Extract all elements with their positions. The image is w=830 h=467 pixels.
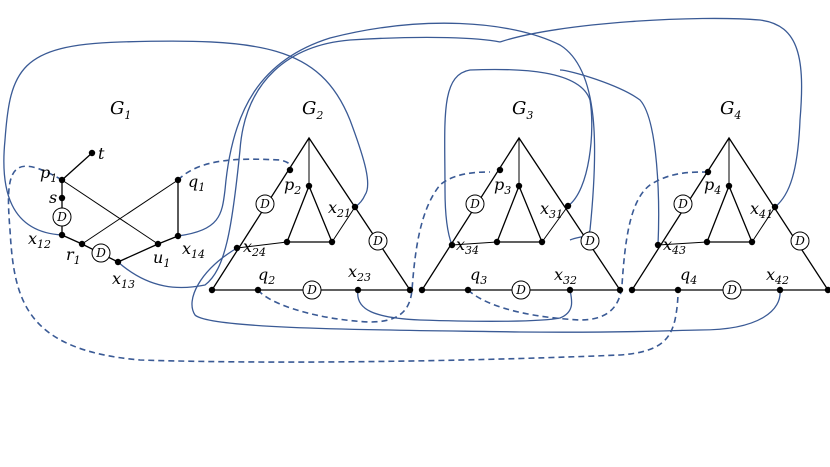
vertex-x21 <box>351 203 359 211</box>
label-x21: x21 <box>328 198 351 220</box>
dashed-connector-q2-x34 <box>257 171 491 323</box>
label-q1: q1 <box>188 172 205 194</box>
vertex-u1 <box>154 240 162 248</box>
label-p2: p2 <box>284 175 301 197</box>
label-t: t <box>98 144 105 163</box>
vertex-p2 <box>286 166 294 174</box>
vertex-q3 <box>464 286 472 294</box>
svg-text:D: D <box>95 246 106 260</box>
connector-x14-to-x34 <box>177 22 596 241</box>
title-g2: G2 <box>302 98 323 122</box>
svg-text:D: D <box>726 283 737 297</box>
label-s: s <box>49 188 57 207</box>
connector-g1-top-loop <box>3 40 369 236</box>
d-marker: D <box>302 280 322 300</box>
vertex-x32 <box>566 286 574 294</box>
vertex-p1 <box>58 176 66 184</box>
d-marker: D <box>580 231 600 251</box>
label-p4: p4 <box>704 175 721 197</box>
vertex-p3 <box>496 166 504 174</box>
dashed-connector-outer <box>7 165 679 363</box>
vertex-q1 <box>174 176 182 184</box>
dashed-connector-q1-p2 <box>177 158 292 181</box>
triangle-g2 <box>210 136 412 291</box>
vertex-p4 <box>704 168 712 176</box>
svg-text:D: D <box>794 234 805 248</box>
label-x42: x42 <box>766 265 789 287</box>
vertex-x41 <box>771 203 779 211</box>
d-marker: D <box>91 243 111 263</box>
label-p3: p3 <box>494 175 511 197</box>
d-marker: D <box>368 231 388 251</box>
vertex-x13 <box>114 258 122 266</box>
label-q2: q2 <box>258 265 275 287</box>
svg-text:D: D <box>259 197 270 211</box>
label-r1: r1 <box>66 245 81 267</box>
connector-x23-to-x32 <box>357 289 573 322</box>
label-x13: x13 <box>112 269 135 291</box>
label-x41: x41 <box>750 199 773 221</box>
title-g3: G3 <box>512 98 533 122</box>
svg-text:D: D <box>584 234 595 248</box>
label-x24: x24 <box>243 237 266 259</box>
vertex-x42 <box>776 286 784 294</box>
vertex-t <box>88 149 96 157</box>
vertex-r1 <box>78 240 86 248</box>
triangle-g4 <box>630 136 830 291</box>
d-marker: D <box>52 207 72 227</box>
d-marker: D <box>255 194 275 214</box>
triangle-g3 <box>420 136 622 291</box>
connector-x43-loop <box>559 69 660 246</box>
d-marker: D <box>790 231 810 251</box>
label-q3: q3 <box>470 265 487 287</box>
vertex-s <box>58 194 66 202</box>
label-x34: x34 <box>456 235 479 257</box>
vertex-x43 <box>654 241 662 249</box>
d-marker: D <box>722 280 742 300</box>
label-x12: x12 <box>28 229 51 251</box>
d-marker: D <box>465 194 485 214</box>
svg-text:D: D <box>677 197 688 211</box>
vertex-x34 <box>448 241 456 249</box>
label-x23: x23 <box>348 262 371 284</box>
vertex-x24 <box>233 244 241 252</box>
label-x43: x43 <box>663 235 686 257</box>
dashed-connector-q3-x43 <box>467 171 709 321</box>
vertex-x14 <box>174 232 182 240</box>
vertex-q4 <box>674 286 682 294</box>
connector-top-to-x41 <box>499 17 803 208</box>
title-g1: G1 <box>110 98 131 122</box>
vertex-x23 <box>354 286 362 294</box>
label-x14: x14 <box>182 239 205 261</box>
vertex-q2 <box>254 286 262 294</box>
connector-x13-loop <box>117 36 501 289</box>
label-q4: q4 <box>680 265 697 287</box>
svg-text:D: D <box>56 210 67 224</box>
label-p1: p1 <box>40 163 57 185</box>
vertex-x31 <box>564 202 572 210</box>
svg-text:D: D <box>515 283 526 297</box>
label-u1: u1 <box>153 248 170 270</box>
connector-x24-bottom <box>191 247 781 333</box>
label-x32: x32 <box>554 265 577 287</box>
connector-x31-loop <box>444 68 593 246</box>
d-marker: D <box>673 194 693 214</box>
title-g4: G4 <box>720 98 741 122</box>
vertices <box>58 149 830 294</box>
d-marker: D <box>511 280 531 300</box>
svg-text:D: D <box>469 197 480 211</box>
svg-text:D: D <box>306 283 317 297</box>
vertex-x12 <box>58 231 66 239</box>
svg-text:D: D <box>372 234 383 248</box>
label-x31: x31 <box>540 199 563 221</box>
